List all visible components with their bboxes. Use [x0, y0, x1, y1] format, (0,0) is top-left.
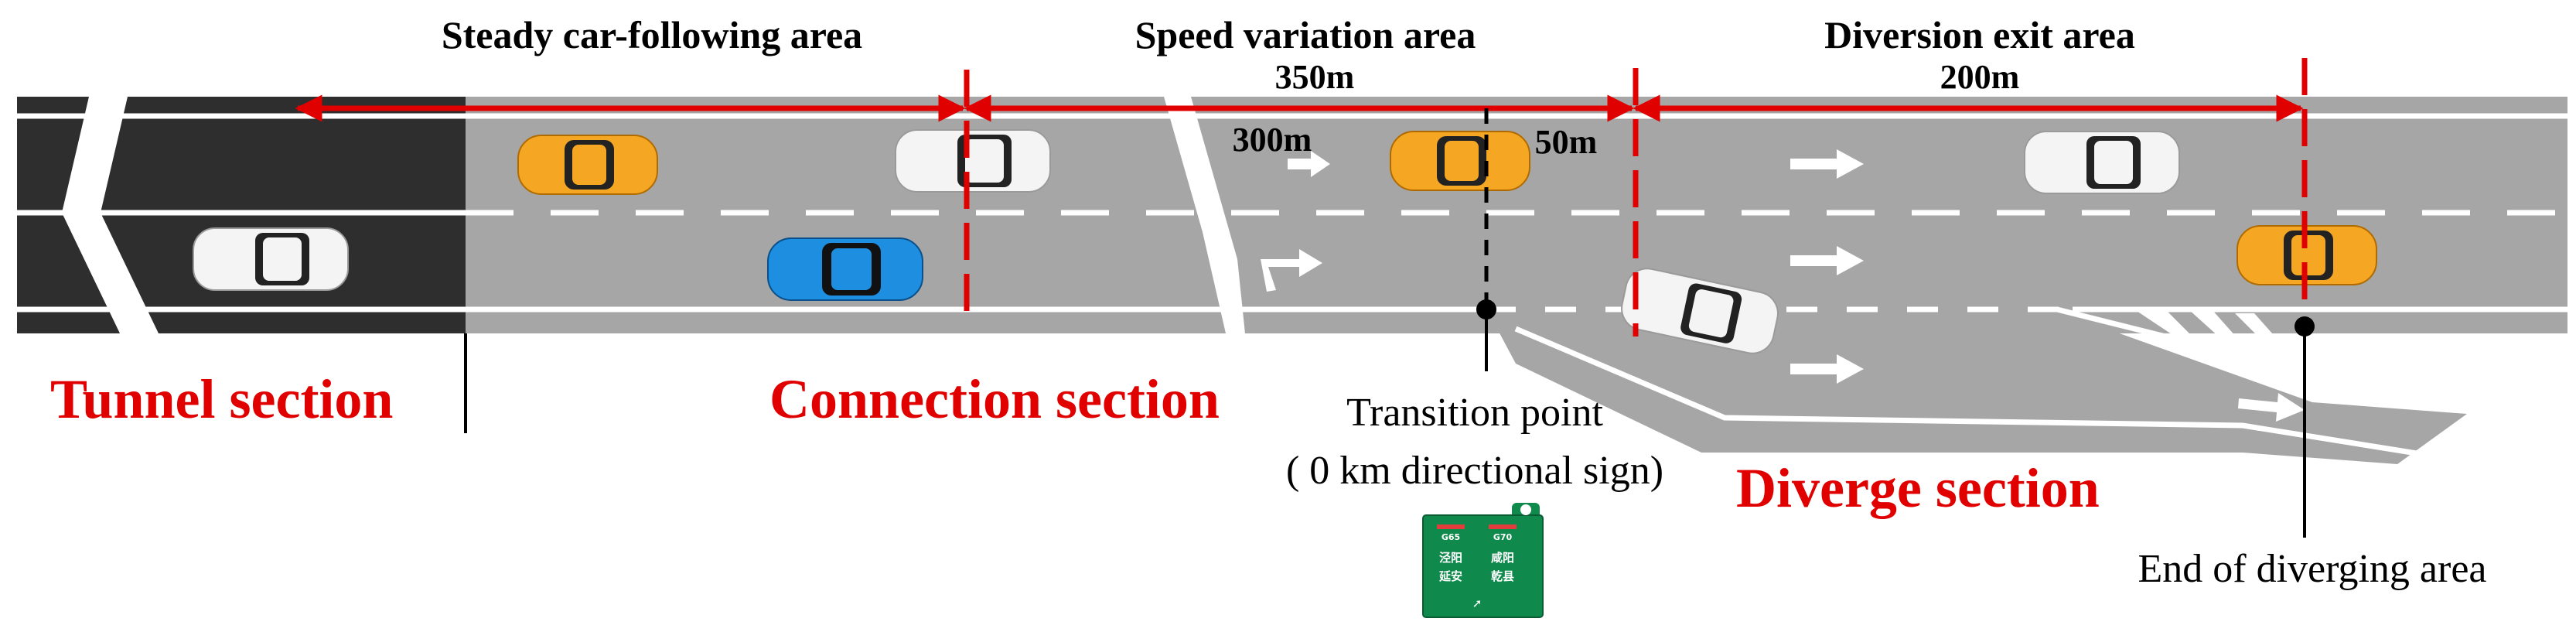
header-diversion: Diversion exit area — [1824, 13, 2135, 56]
diverging-end-marker — [2295, 316, 2315, 538]
transition-marker — [1476, 108, 1496, 371]
distance-50: 50m — [1535, 123, 1598, 161]
end-diverging-label: End of diverging area — [2138, 547, 2487, 591]
sign-right-line1: 咸阳 — [1491, 551, 1514, 565]
boundary-markers — [964, 58, 2308, 336]
section-connection: Connection section — [769, 368, 1220, 430]
transition-sign-label: ( 0 km directional sign) — [1286, 449, 1663, 493]
car-orange-2 — [1390, 131, 1530, 191]
car-orange-1 — [517, 135, 658, 195]
car-white-tunnel — [193, 227, 349, 291]
section-diverge: Diverge section — [1736, 457, 2100, 519]
lane-arrow — [2238, 393, 2305, 422]
header-speed: Speed variation area — [1135, 13, 1476, 56]
distance-300: 300m — [1233, 121, 1312, 159]
sign-panel — [1422, 514, 1544, 618]
gore-chevrons — [2134, 309, 2285, 348]
vehicles — [193, 129, 2377, 354]
ramp-inner-line — [2056, 306, 2468, 413]
car-white-diverging — [1621, 268, 1779, 354]
header-steady: Steady car-following area — [442, 13, 862, 56]
section-tunnel: Tunnel section — [50, 368, 393, 430]
sign-left-line1: 泾阳 — [1439, 551, 1462, 565]
sign-route-right: G70 — [1493, 532, 1513, 542]
ramp-outer-line — [1514, 326, 2437, 459]
lane-arrow — [1790, 149, 1864, 179]
distance-350: 350m — [1275, 58, 1355, 96]
lane-arrow — [1790, 354, 1864, 384]
car-blue — [767, 237, 923, 301]
car-white-2 — [2024, 131, 2180, 194]
road-breaks — [62, 97, 1245, 333]
lane-arrow — [1288, 151, 1330, 177]
sign-arrow-icon: ➚ — [1472, 596, 1482, 610]
lane-arrows — [1261, 149, 2305, 422]
directional-sign: G65 G70 泾阳 延安 咸阳 乾县 ➚ — [1422, 503, 1544, 618]
transition-point-label: Transition point — [1346, 391, 1603, 435]
lane-arrow — [1261, 249, 1322, 292]
sign-right-line2: 乾县 — [1491, 569, 1514, 583]
car-white-1 — [895, 129, 1051, 193]
distance-200: 200m — [1940, 58, 2020, 96]
lane-arrow — [1790, 246, 1864, 275]
sign-left-line2: 延安 — [1438, 569, 1462, 583]
sign-route-left: G65 — [1442, 532, 1460, 542]
